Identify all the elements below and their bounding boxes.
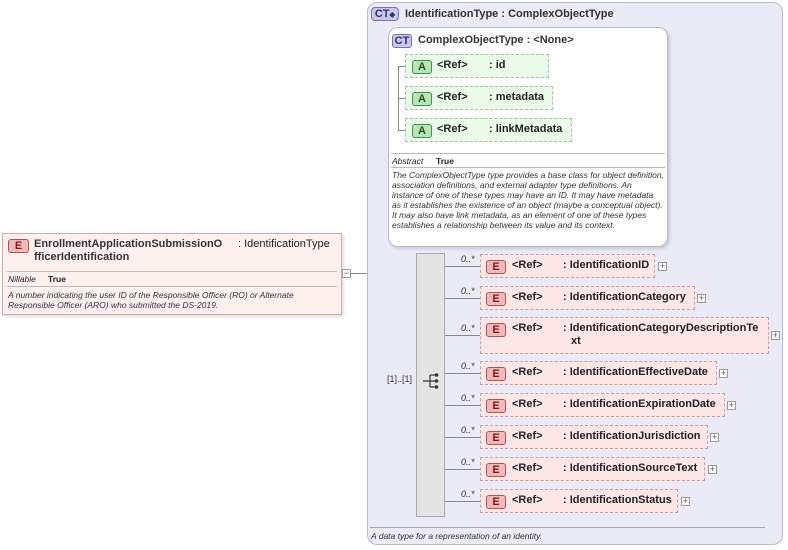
root-element-box[interactable]: E EnrollmentApplicationSubmissionO ffice… <box>2 233 342 315</box>
expand-icon[interactable]: + <box>681 496 690 506</box>
element-identification-source-text[interactable]: E <Ref> : IdentificationSourceText <box>480 457 705 481</box>
type-panel-description: A data type for a representation of an i… <box>371 531 543 541</box>
element-multiplicity: 0..* <box>461 393 475 403</box>
complex-type-badge-text: CT <box>374 8 390 20</box>
expand-icon[interactable]: + <box>708 464 717 474</box>
root-element-type: : IdentificationType <box>238 238 330 250</box>
connector <box>445 437 480 438</box>
abstract-value: True <box>436 156 454 166</box>
element-identification-expiration-date[interactable]: E <Ref> : IdentificationExpirationDate <box>480 393 725 417</box>
sequence-multiplicity: [1]..[1] <box>387 374 413 384</box>
attribute-badge: A <box>412 92 432 106</box>
abstract-label: Abstract <box>392 156 424 166</box>
attribute-ref: <Ref> <box>437 123 468 135</box>
expand-icon[interactable]: + <box>771 330 780 340</box>
attribute-badge: A <box>412 60 432 74</box>
connector <box>445 405 480 406</box>
element-name: : IdentificationExpirationDate <box>563 398 716 410</box>
divider <box>7 286 337 287</box>
root-element-name-line1: EnrollmentApplicationSubmissionO <box>34 238 223 250</box>
element-name-continued: xt <box>571 335 581 347</box>
expand-icon[interactable]: + <box>697 293 706 303</box>
connector <box>445 298 480 299</box>
element-badge: E <box>486 323 506 337</box>
element-identification-effective-date[interactable]: E <Ref> : IdentificationEffectiveDate <box>480 361 717 385</box>
base-type-title: ComplexObjectType : <None> <box>418 34 574 46</box>
element-badge: E <box>486 495 506 509</box>
sequence-icon <box>423 373 439 389</box>
element-name: : IdentificationCategory <box>563 291 686 303</box>
element-badge: E <box>486 260 506 274</box>
divider <box>391 167 665 168</box>
element-multiplicity: 0..* <box>461 286 475 296</box>
type-panel-title: IdentificationType : ComplexObjectType <box>405 8 614 20</box>
element-name: : IdentificationStatus <box>563 494 672 506</box>
connector <box>351 273 376 274</box>
divider <box>391 153 665 154</box>
attribute-name: : metadata <box>489 91 545 103</box>
complex-type-badge: CT <box>392 34 412 48</box>
element-multiplicity: 0..* <box>461 323 475 333</box>
attribute-id[interactable]: A <Ref> : id <box>405 54 549 78</box>
element-name: : IdentificationJurisdiction <box>563 430 701 442</box>
element-name: : IdentificationSourceText <box>563 462 698 474</box>
element-badge: E <box>486 292 506 306</box>
element-badge: E <box>486 431 506 445</box>
attribute-metadata[interactable]: A <Ref> : metadata <box>405 86 553 110</box>
expand-icon[interactable]: + <box>710 432 719 442</box>
element-identification-category[interactable]: E <Ref> : IdentificationCategory <box>480 286 695 310</box>
element-multiplicity: 0..* <box>461 457 475 467</box>
expand-icon[interactable]: + <box>727 400 736 410</box>
element-ref: <Ref> <box>512 259 543 271</box>
connector <box>398 66 410 67</box>
nillable-label: Nillable <box>8 274 36 284</box>
element-badge: E <box>486 463 506 477</box>
element-ref: <Ref> <box>512 398 543 410</box>
root-element-name-line2: fficerIdentification <box>34 251 130 263</box>
attribute-badge: A <box>412 124 432 138</box>
connector <box>445 266 480 267</box>
attribute-ref: <Ref> <box>437 59 468 71</box>
element-multiplicity: 0..* <box>461 361 475 371</box>
expand-icon[interactable]: + <box>719 368 728 378</box>
element-identification-jurisdiction[interactable]: E <Ref> : IdentificationJurisdiction <box>480 425 708 449</box>
connector <box>445 469 480 470</box>
connector <box>445 335 480 336</box>
element-name: : IdentificationEffectiveDate <box>563 366 708 378</box>
element-multiplicity: 0..* <box>461 425 475 435</box>
complex-type-badge: CT⬥ <box>371 7 399 21</box>
element-identification-category-description-text[interactable]: E <Ref> : IdentificationCategoryDescript… <box>480 317 769 354</box>
divider <box>7 271 337 272</box>
element-multiplicity: 0..* <box>461 489 475 499</box>
connector <box>398 98 410 99</box>
expand-marker-icon: ⬥ <box>389 10 396 19</box>
element-name: : IdentificationCategoryDescriptionTe <box>563 322 759 334</box>
element-badge: E <box>8 239 29 253</box>
attribute-ref: <Ref> <box>437 91 468 103</box>
attribute-name: : linkMetadata <box>489 123 563 135</box>
attribute-link-metadata[interactable]: A <Ref> : linkMetadata <box>405 118 572 142</box>
attribute-name: : id <box>489 59 506 71</box>
element-name: : IdentificationID <box>563 259 650 271</box>
nillable-value: True <box>48 274 66 284</box>
connector <box>445 501 480 502</box>
element-ref: <Ref> <box>512 462 543 474</box>
element-identification-status[interactable]: E <Ref> : IdentificationStatus <box>480 489 678 513</box>
connector <box>398 130 410 131</box>
element-ref: <Ref> <box>512 494 543 506</box>
element-ref: <Ref> <box>512 430 543 442</box>
divider <box>370 527 765 528</box>
element-ref: <Ref> <box>512 322 543 334</box>
element-badge: E <box>486 399 506 413</box>
element-identification-id[interactable]: E <Ref> : IdentificationID <box>480 254 655 278</box>
base-type-description: The ComplexObjectType type provides a ba… <box>392 170 664 230</box>
connector <box>445 373 480 374</box>
expand-icon[interactable]: + <box>658 261 667 271</box>
root-element-description: A number indicating the user ID of the R… <box>8 290 294 310</box>
element-ref: <Ref> <box>512 291 543 303</box>
element-ref: <Ref> <box>512 366 543 378</box>
collapse-toggle-icon[interactable]: − <box>342 268 351 278</box>
element-multiplicity: 0..* <box>461 254 475 264</box>
element-badge: E <box>486 367 506 381</box>
